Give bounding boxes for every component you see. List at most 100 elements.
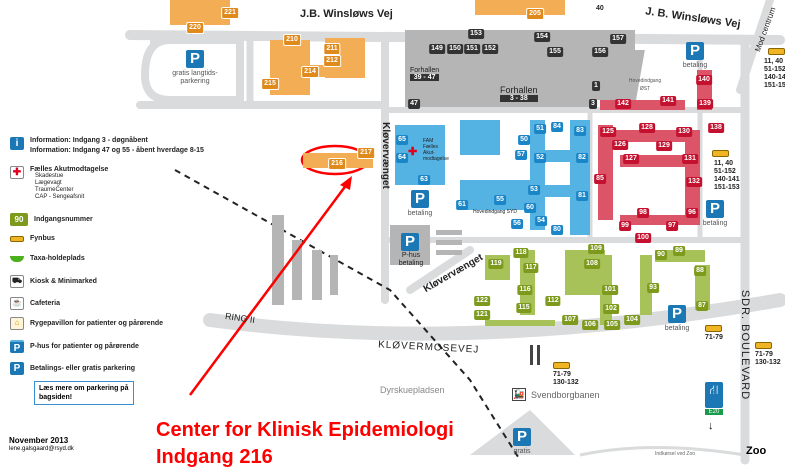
building-tag-216: 216: [328, 158, 346, 170]
legend-info2: Information: Indgang 47 og 55 - åbent hv…: [30, 147, 204, 154]
forhallen-west-range: 39 - 47: [410, 74, 440, 81]
building-tag-128: 128: [639, 123, 655, 133]
building-tag-89: 89: [673, 246, 685, 256]
parking-icon: P: [668, 305, 686, 323]
building-tag-87: 87: [696, 301, 708, 311]
building-tag-47: 47: [408, 99, 420, 109]
building-tag-105: 105: [604, 320, 620, 330]
building-tag-88: 88: [694, 266, 706, 276]
legend-phus-label: P-hus for patienter og pårørende: [30, 343, 139, 350]
e20-sign: E20: [705, 409, 723, 415]
parking-gratis: gratis: [513, 448, 531, 455]
building-tag-54: 54: [535, 216, 547, 226]
building-blue-spine: [530, 120, 545, 230]
legend-akut-sub: TraumeCenter: [35, 187, 74, 193]
parking-icon: P: [10, 362, 24, 375]
legend-info1: Information: Indgang 3 - døgnåbent: [30, 137, 148, 144]
bus-line-40: 40: [596, 5, 604, 12]
road-jb-winslows-left: J.B. Winsløws Vej: [300, 8, 393, 20]
building-tag-60: 60: [524, 203, 536, 213]
parking-note: Læs mere om parkering på bagsiden!: [34, 381, 134, 405]
building-tag-212: 212: [323, 55, 341, 67]
building-green-121: [485, 320, 555, 326]
building-tag-55: 55: [494, 195, 506, 205]
building-tag-139: 139: [697, 99, 713, 109]
building-blue-nw: [460, 120, 500, 155]
parking-icon: P: [706, 200, 724, 218]
parking-house-icon: P: [401, 233, 419, 251]
building-tag-96: 96: [686, 208, 698, 218]
coffee-cup-icon: ☕: [10, 297, 24, 310]
phus-betaling: P-hus betaling: [398, 252, 424, 267]
fam-label: FAM Fælles Akut-modtagelse: [423, 138, 449, 162]
building-tag-117: 117: [523, 263, 539, 273]
building-tag-52: 52: [534, 153, 546, 163]
building-tag-130: 130: [676, 127, 692, 137]
legend-akut-sub: CAP - Sengeafsnit: [35, 194, 85, 200]
building-tag-116: 116: [517, 285, 533, 295]
building-tag-153: 153: [468, 29, 484, 39]
legend-betalings-label: Betalings- eller gratis parkering: [30, 365, 136, 372]
first-aid-icon: ✚: [10, 166, 24, 179]
building-tag-81: 81: [576, 191, 588, 201]
building-tag-129: 129: [656, 141, 672, 151]
map-email: lene.galsgaard@rsyd.dk: [9, 446, 74, 452]
building-tag-118: 118: [513, 248, 529, 258]
building-tag-127: 127: [623, 154, 639, 164]
parking-icon: P: [513, 428, 531, 446]
bus-stop-icon: [712, 150, 729, 157]
info-icon: i: [10, 137, 24, 150]
bus-lines-7179-b: 71-79 130-132: [553, 371, 579, 386]
building-tag-56: 56: [511, 219, 523, 229]
bus-lines-right-mid: 11, 40 51-152 140-141 151-153: [714, 160, 740, 191]
building-tag-154: 154: [534, 32, 550, 42]
parking-icon: P: [686, 42, 704, 60]
building-tag-211: 211: [323, 43, 341, 55]
building-tag-99: 99: [619, 221, 631, 231]
building-orange-205: [475, 0, 565, 15]
legend-fynbus: Fynbus: [10, 235, 55, 242]
smoking-pavilion-icon: ⌂: [10, 317, 24, 330]
arrow-down-icon: ↓: [708, 420, 714, 432]
building-tag-142: 142: [615, 99, 631, 109]
building-tag-64: 64: [396, 153, 408, 163]
bus-stop-icon: [755, 342, 772, 349]
building-tag-150: 150: [447, 44, 463, 54]
building-tag-83: 83: [574, 126, 586, 136]
annotation-line2: Indgang 216: [156, 446, 273, 468]
indkorsel-zoo: Indkørsel ved Zoo: [655, 451, 696, 457]
bus-lines-right-top: 11, 40 51-152 140-141 151-153: [764, 58, 785, 89]
building-tag-50: 50: [518, 135, 530, 145]
building-tag-115: 115: [516, 303, 532, 313]
building-tag-132: 132: [686, 177, 702, 187]
place-svendborgbanen: Svendborgbanen: [531, 390, 600, 400]
building-tag-107: 107: [562, 315, 578, 325]
legend-fynbus-label: Fynbus: [30, 235, 55, 242]
forhallen-west-label: Forhallen: [410, 67, 440, 74]
building-tag-61: 61: [456, 200, 468, 210]
legend-kiosk: ⛟Kiosk & Minimarked: [10, 275, 97, 288]
building-tag-93: 93: [647, 283, 659, 293]
parking-betaling: betaling: [664, 325, 690, 332]
building-tag-100: 100: [635, 233, 651, 243]
motorway-icon: ⛙: [705, 382, 723, 408]
building-tag-101: 101: [602, 285, 618, 295]
building-tag-215: 215: [261, 78, 279, 90]
building-tag-210: 210: [283, 34, 301, 46]
legend-taxa-label: Taxa-holdeplads: [30, 255, 85, 262]
building-tag-157: 157: [610, 34, 626, 44]
building-tag-138: 138: [708, 123, 724, 133]
building-tag-205: 205: [526, 8, 544, 20]
annotation-arrow: [188, 179, 352, 396]
map-date: November 2013: [9, 436, 69, 445]
building-tag-126: 126: [612, 140, 628, 150]
building-tag-80: 80: [551, 225, 563, 235]
parking-betaling: betaling: [407, 210, 433, 217]
legend-cafeteria: ☕Cafeteria: [10, 297, 60, 310]
legend-akut-sub: Skadestue: [35, 173, 64, 179]
bus-stop-icon: [768, 48, 785, 55]
